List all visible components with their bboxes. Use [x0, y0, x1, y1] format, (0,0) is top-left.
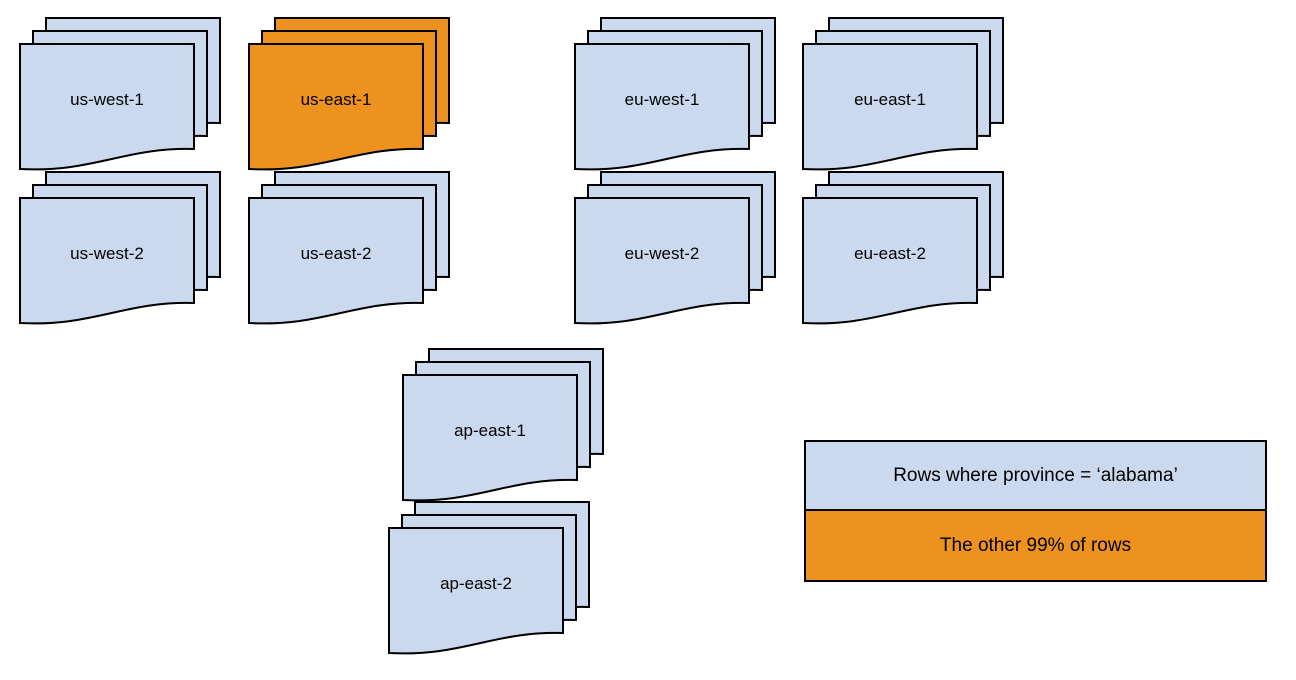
document-sheet [248, 43, 424, 171]
document-sheet [19, 43, 195, 171]
document-stack-shape [574, 17, 776, 171]
document-stack-eu-west-2[interactable]: eu-west-2 [574, 171, 789, 332]
document-stack-ap-east-1[interactable]: ap-east-1 [402, 348, 617, 509]
document-stack-shape [802, 171, 1004, 325]
document-stack-us-west-2[interactable]: us-west-2 [19, 171, 234, 332]
document-stack-shape [19, 171, 221, 325]
document-sheet [574, 43, 750, 171]
legend-item-orange-label: The other 99% of rows [939, 534, 1132, 556]
document-stack-shape [802, 17, 1004, 171]
document-sheet [388, 527, 564, 655]
document-stack-shape [574, 171, 776, 325]
document-stack-shape [248, 171, 450, 325]
document-stack-shape [402, 348, 604, 502]
document-stack-shape [19, 17, 221, 171]
document-stack-eu-west-1[interactable]: eu-west-1 [574, 17, 789, 178]
document-stack-eu-east-2[interactable]: eu-east-2 [802, 171, 1017, 332]
document-stack-us-west-1[interactable]: us-west-1 [19, 17, 234, 178]
document-stack-shape [248, 17, 450, 171]
document-sheet [802, 43, 978, 171]
document-stack-eu-east-1[interactable]: eu-east-1 [802, 17, 1017, 178]
document-stack-ap-east-2[interactable]: ap-east-2 [388, 501, 603, 662]
document-sheet [19, 197, 195, 325]
legend-item-blue: Rows where province = ‘alabama’ [806, 442, 1265, 511]
document-sheet [574, 197, 750, 325]
document-sheet [402, 374, 578, 502]
legend-item-orange: The other 99% of rows [806, 511, 1265, 580]
document-stack-us-east-1[interactable]: us-east-1 [248, 17, 463, 178]
document-stack-shape [388, 501, 590, 655]
legend: Rows where province = ‘alabama’ The othe… [804, 440, 1267, 582]
document-stack-us-east-2[interactable]: us-east-2 [248, 171, 463, 332]
document-sheet [802, 197, 978, 325]
legend-item-blue-label: Rows where province = ‘alabama’ [893, 464, 1178, 486]
document-sheet [248, 197, 424, 325]
